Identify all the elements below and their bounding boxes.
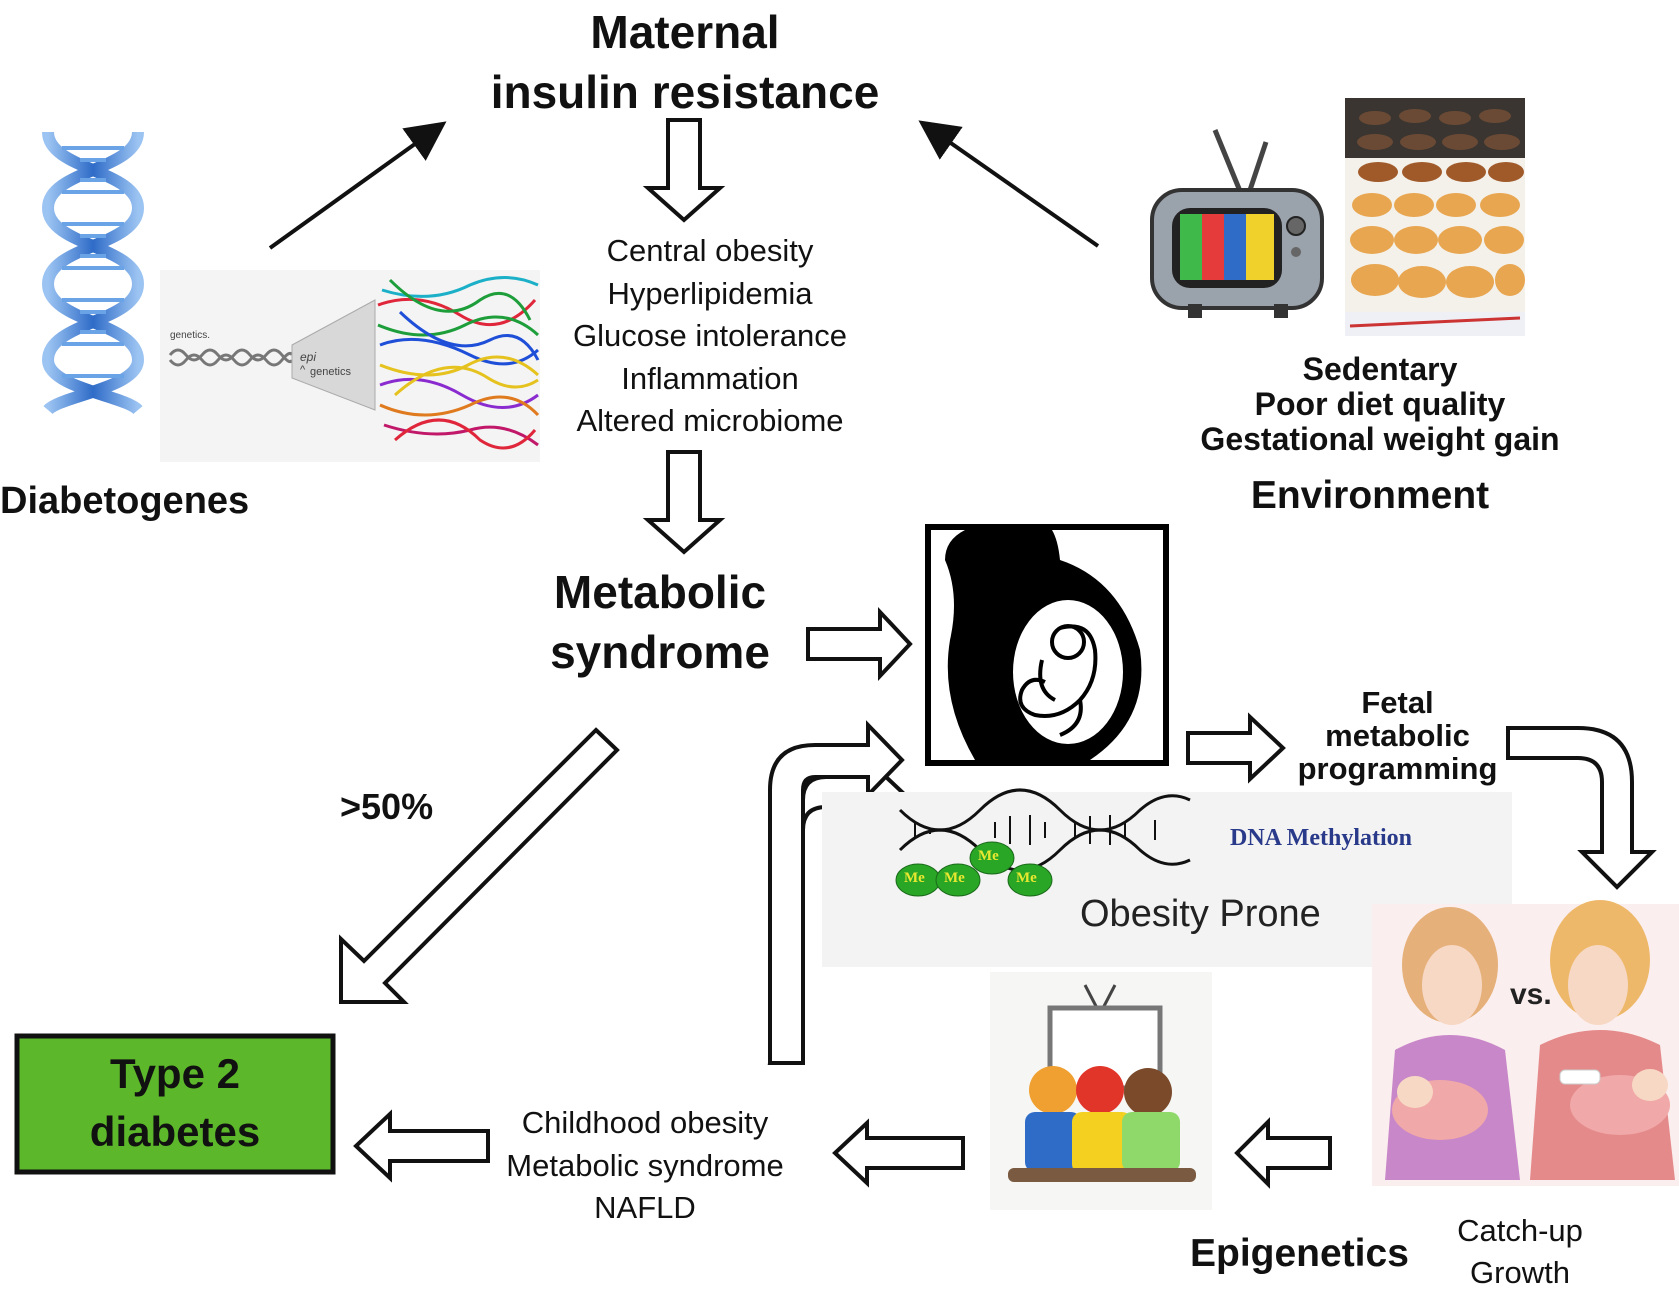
inset-caret-text: ^ <box>300 364 306 376</box>
consequence-glucose-intolerance: Glucose intolerance <box>573 318 847 353</box>
hollow-arrow-diagonal-t2d <box>339 727 620 1004</box>
me-marker-4: Me <box>1016 870 1037 886</box>
consequence-central-obesity: Central obesity <box>606 233 814 268</box>
title-line-1: Maternal <box>590 6 780 58</box>
methyl-groups <box>895 841 1053 897</box>
methylated-dna-icon <box>898 788 1191 872</box>
type2-diabetes-box <box>14 1033 336 1175</box>
me-marker-3: Me <box>978 848 999 864</box>
metabolic-syndrome-label: Metabolic syndrome <box>550 566 770 678</box>
obesity-prone-label: Obesity Prone <box>1080 893 1321 935</box>
arrow-env-to-insulin <box>918 120 1100 248</box>
hollow-arrow-curve-feeding <box>1506 726 1657 890</box>
inset-epi-text: epi <box>300 350 317 364</box>
factor-sedentary: Sedentary <box>1302 351 1458 387</box>
arrow-genes-to-insulin <box>268 121 447 250</box>
factor-poor-diet: Poor diet quality <box>1254 386 1506 422</box>
dna-methylation-label: DNA Methylation <box>1230 825 1412 851</box>
children-watching-tv-image <box>990 972 1212 1210</box>
hollow-arrow-right-fetal <box>1186 712 1286 784</box>
childhood-outcomes-list: Childhood obesity Metabolic syndrome NAF… <box>490 1102 800 1230</box>
hollow-arrow-left-feeding <box>1234 1117 1332 1189</box>
type2-diabetes-label: Type 2 diabetes <box>89 1050 261 1155</box>
mothers-feeding-image <box>1372 900 1679 1186</box>
title-line-2: insulin resistance <box>490 66 880 118</box>
outcome-childhood-obesity: Childhood obesity <box>521 1105 769 1140</box>
consequence-hyperlipidemia: Hyperlipidemia <box>607 275 813 311</box>
hollow-arrow-right-metabolic <box>806 606 913 682</box>
television-icon <box>1150 129 1324 318</box>
consequences-list: Central obesity Hyperlipidemia Glucose i… <box>540 230 880 443</box>
outcome-metabolic-syndrome: Metabolic syndrome <box>506 1147 784 1183</box>
environment-label: Environment <box>1250 474 1490 517</box>
inset-epigenetics-text: genetics <box>310 366 351 378</box>
environment-factors: Sedentary Poor diet quality Gestational … <box>1175 352 1585 457</box>
diabetogenes-label: Diabetogenes <box>0 480 250 522</box>
hollow-arrow-down-1 <box>642 118 726 223</box>
consequence-inflammation: Inflammation <box>621 360 799 396</box>
epigenetics-label: Epigenetics <box>1190 1232 1409 1275</box>
hollow-arrow-left-children <box>832 1118 965 1188</box>
hollow-arrow-cycle-body <box>768 720 905 1065</box>
fast-food-photo <box>1345 98 1525 336</box>
me-marker-1: Me <box>904 870 925 886</box>
dna-helix-icon <box>41 130 145 415</box>
factor-gestational-weight-gain: Gestational weight gain <box>1200 421 1560 457</box>
consequence-altered-microbiome: Altered microbiome <box>576 403 844 438</box>
me-marker-2: Me <box>944 870 965 886</box>
epigenetics-inset-image <box>160 270 540 462</box>
percent-label: >50% <box>340 786 434 827</box>
catch-up-growth-label: Catch-up Growth <box>1457 1213 1583 1290</box>
maternal-insulin-resistance-title: Maternal insulin resistance <box>440 2 930 122</box>
outcome-nafld: NAFLD <box>594 1190 696 1225</box>
pregnancy-icon <box>925 524 1169 766</box>
feeding-vs-label: vs. <box>1510 978 1552 1011</box>
hollow-arrow-left-t2d <box>353 1109 490 1183</box>
hollow-arrow-down-2 <box>642 450 726 555</box>
fetal-metabolic-programming-label: Fetal metabolic programming <box>1297 685 1498 786</box>
inset-genetics-text: genetics. <box>170 330 211 341</box>
